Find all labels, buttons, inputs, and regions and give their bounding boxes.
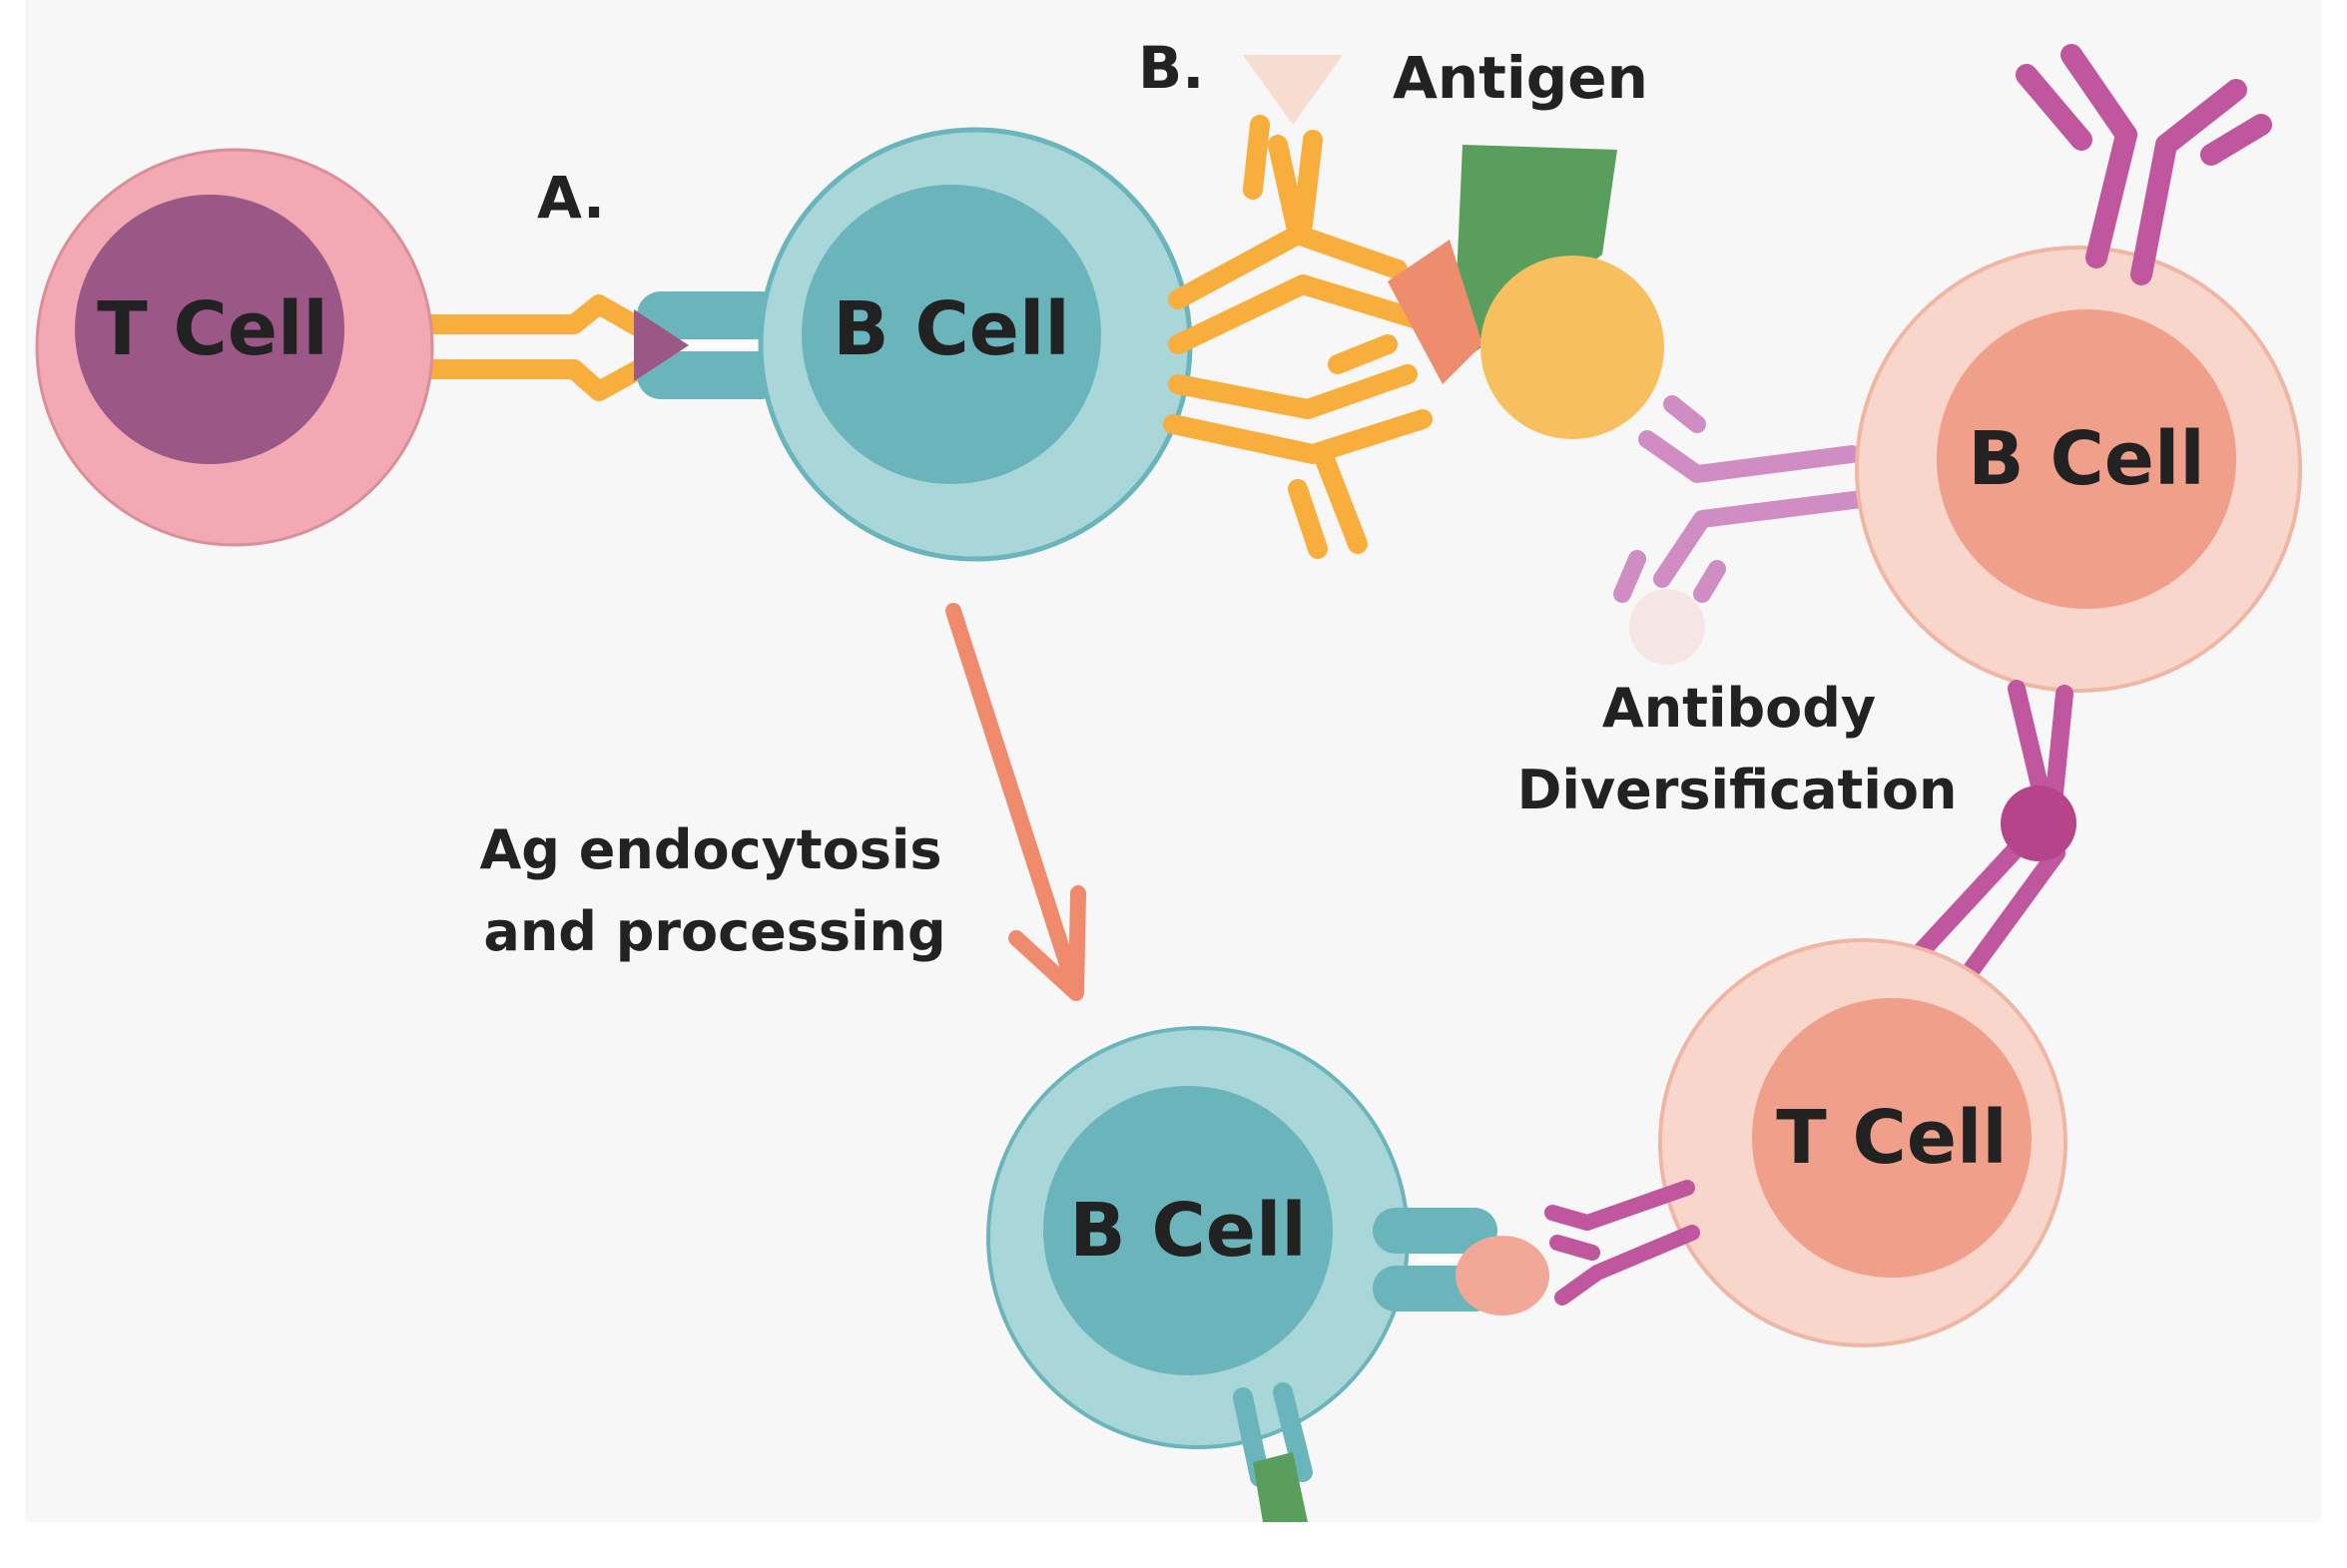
endocytosis-line1: Ag endocytosis — [480, 818, 942, 881]
antigen-triangle-icon — [1243, 55, 1343, 125]
b-cell-bottom-label: B Cell — [1069, 1188, 1306, 1274]
b-cell-center-label: B Cell — [833, 286, 1069, 372]
marker-a: A. — [537, 164, 605, 232]
endocytosis-line2: and processing — [483, 900, 945, 963]
bcr-receptor-lower — [1233, 1382, 1313, 1522]
orange-antibody-cluster — [1163, 115, 1433, 559]
b-cell-right: B Cell — [1855, 246, 2302, 693]
b-cell-right-label: B Cell — [1968, 416, 2204, 502]
bcr-receptor-a — [634, 291, 785, 399]
endocytosis-arrow — [945, 603, 1086, 1001]
t-cell-bottom: T Cell — [1658, 938, 2067, 1347]
light-magenta-antibody — [1613, 395, 1871, 603]
bcr-receptor-bottom — [1373, 1208, 1549, 1315]
antigen-complex — [1388, 145, 1664, 439]
b-cell-center: B Cell — [758, 127, 1193, 562]
t-cell-bottom-label: T Cell — [1776, 1095, 2007, 1181]
tcr-connector-a — [414, 294, 649, 401]
magenta-antibody-top — [2016, 44, 2272, 285]
t-cell-bottom-receptor — [1544, 1180, 1700, 1306]
b-cell-bottom: B Cell — [986, 1026, 1410, 1449]
antigen-label: Antigen — [1393, 44, 1648, 112]
t-cell-left: T Cell — [35, 148, 434, 547]
marker-b: B. — [1138, 34, 1204, 102]
antibody-tip-circle — [1629, 589, 1705, 665]
t-cell-left-label: T Cell — [97, 286, 327, 372]
antibody-diversification-line2: Diversification — [1517, 759, 1958, 821]
magenta-connector — [1908, 680, 2076, 992]
antibody-diversification-line1: Antibody — [1602, 677, 1876, 740]
